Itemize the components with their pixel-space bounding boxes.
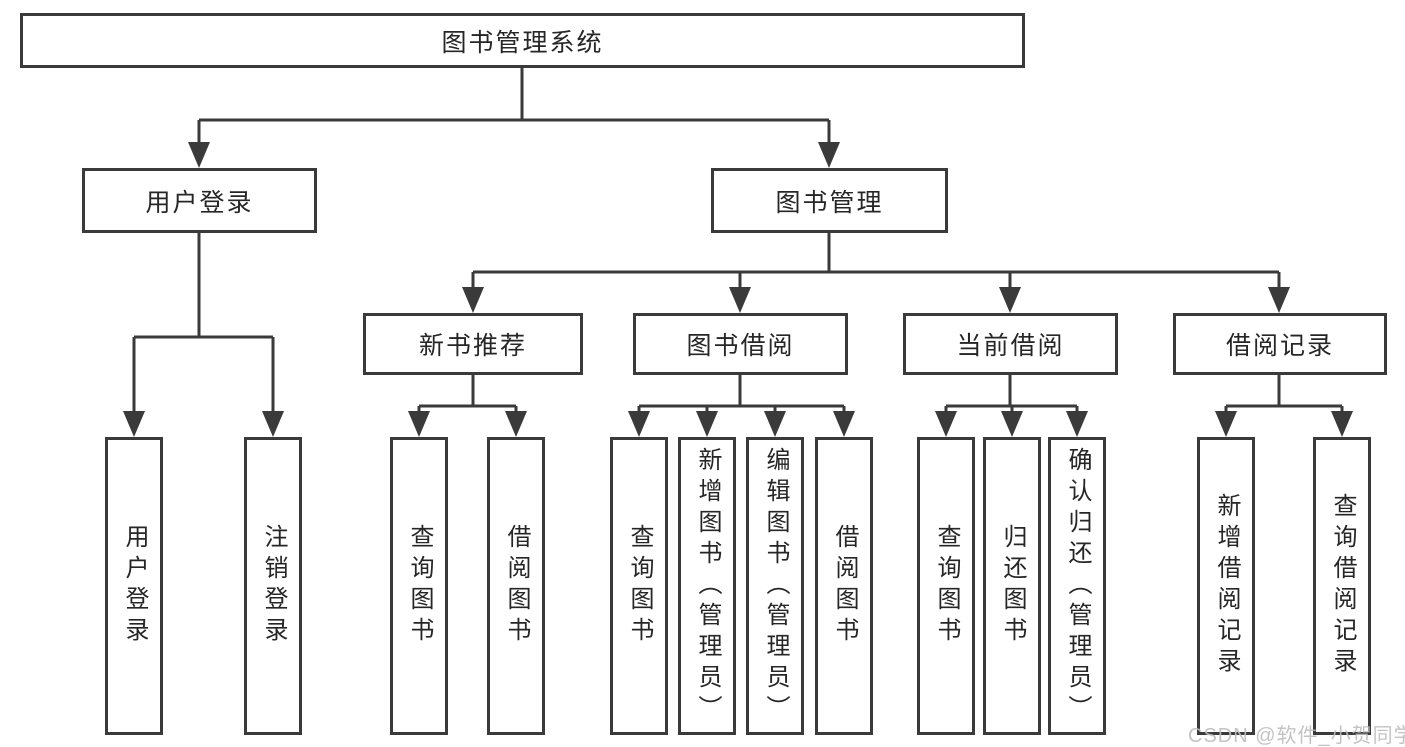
leaf-nbr-borrow-books: 借阅图书 <box>487 437 545 735</box>
leaf-cb-return-books: 归还图书 <box>983 437 1041 735</box>
node-root: 图书管理系统 <box>20 13 1025 68</box>
node-new-book-recommend: 新书推荐 <box>363 313 583 375</box>
leaf-br-add-record: 新增借阅记录 <box>1197 437 1255 735</box>
watermark: CSDN @软件_小贺同学 <box>1188 725 1405 747</box>
node-user-login: 用户登录 <box>82 168 317 233</box>
leaf-cb-confirm-return-admin: 确认归还（管理员） <box>1048 437 1106 735</box>
leaf-logout: 注销登录 <box>244 437 302 735</box>
leaf-bb-add-books-admin: 新增图书（管理员） <box>678 437 736 735</box>
leaf-bb-edit-books-admin: 编辑图书（管理员） <box>746 437 804 735</box>
leaf-user-login: 用户登录 <box>105 437 163 735</box>
leaf-br-query-record: 查询借阅记录 <box>1313 437 1371 735</box>
arrowheads <box>123 142 1353 437</box>
leaf-bb-query-books: 查询图书 <box>610 437 668 735</box>
leaf-nbr-query-books: 查询图书 <box>390 437 448 735</box>
leaf-cb-query-books: 查询图书 <box>917 437 975 735</box>
node-borrow-records: 借阅记录 <box>1173 313 1387 375</box>
node-book-management: 图书管理 <box>711 168 948 233</box>
leaf-bb-borrow-books: 借阅图书 <box>815 437 873 735</box>
node-current-borrow: 当前借阅 <box>903 313 1118 375</box>
node-book-borrow: 图书借阅 <box>633 313 848 375</box>
